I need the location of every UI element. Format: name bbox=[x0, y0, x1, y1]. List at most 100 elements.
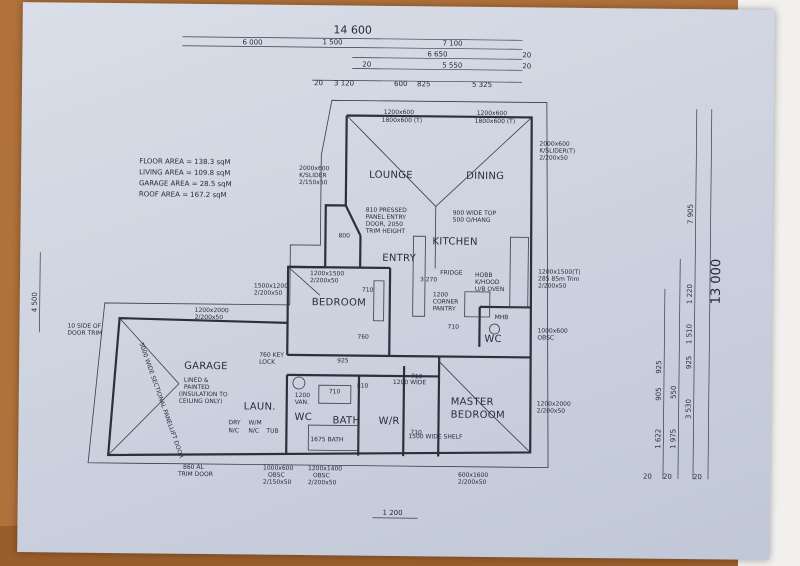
room-labels: LOUNGE DINING KITCHEN ENTRY BEDROOM GARA… bbox=[184, 170, 505, 427]
w-bot1-c: 2/150x50 bbox=[263, 479, 292, 486]
hip-3 bbox=[119, 317, 180, 385]
wall-master-left bbox=[437, 356, 441, 457]
tub: TUB bbox=[265, 428, 278, 435]
dim-edge-20d: 20 bbox=[314, 79, 323, 87]
dim-7100: 7 100 bbox=[442, 39, 462, 47]
walls bbox=[106, 114, 533, 457]
dim-905: 905 bbox=[655, 387, 663, 400]
trim-door-1: 860 AL bbox=[183, 464, 205, 471]
bath-tub bbox=[307, 424, 359, 452]
hip-2 bbox=[435, 117, 532, 207]
room-master-2: BEDROOM bbox=[451, 410, 505, 422]
note-710-e: 710 bbox=[410, 429, 422, 436]
w-bot1-b: OBSC bbox=[268, 472, 285, 479]
dim-1975-group: 1 975 bbox=[669, 429, 677, 449]
dim-1220: 1 220 bbox=[686, 284, 694, 304]
dim-3120: 3 120 bbox=[334, 79, 354, 87]
wir-shelf: 1500 WIDE SHELF bbox=[408, 433, 463, 441]
dry: DRY bbox=[228, 419, 240, 426]
room-master-1: MASTER bbox=[451, 397, 494, 408]
bath-label: 1675 BATH bbox=[310, 436, 343, 443]
dim-905-group: 905 bbox=[655, 387, 663, 400]
w-bedleft-2: 2/200x50 bbox=[254, 290, 283, 297]
dim-line-4 bbox=[352, 68, 523, 71]
dim-vline-1 bbox=[707, 109, 713, 480]
kitchen-bench-right bbox=[509, 236, 529, 308]
dim-600: 600 bbox=[394, 80, 407, 88]
dim-925-group: 925 bbox=[685, 356, 693, 369]
w-wc-1: 1000x600 bbox=[537, 327, 568, 334]
w-dining-2: K/SLIDER(T) bbox=[539, 147, 575, 154]
entry-door-4: TRIM HEIGHT bbox=[364, 228, 405, 235]
dim-825: 825 bbox=[417, 80, 430, 88]
w-garage-1: 1200x2000 bbox=[195, 307, 229, 314]
dim-3530: 3 530 bbox=[685, 399, 693, 419]
w-bot3-a: 600x1600 bbox=[458, 472, 489, 479]
dim-vline-4 bbox=[662, 288, 666, 479]
note-710-b: 710 bbox=[447, 324, 459, 331]
w-bed-2: 2/200x50 bbox=[310, 277, 339, 284]
dim-1200-bottom: 1 200 bbox=[383, 509, 403, 517]
w-master-1: 1200x2000 bbox=[537, 400, 571, 407]
cooktop bbox=[464, 291, 491, 318]
note-710-d: 710 bbox=[411, 373, 423, 380]
vanity-1: 1200 bbox=[295, 392, 311, 399]
room-entry: ENTRY bbox=[382, 253, 417, 264]
dim-line-overall bbox=[182, 36, 523, 41]
w-lounge-1: 2000x600 bbox=[299, 165, 330, 172]
dim-edge-20b: 20 bbox=[362, 61, 371, 69]
room-wr: W/R bbox=[378, 416, 399, 427]
w-lounge-2: K/SLIDER bbox=[299, 172, 327, 179]
w-dining-1: 2000x600 bbox=[539, 140, 570, 147]
note-710-c: 710 bbox=[329, 388, 341, 395]
w-bot2-a: 1200x1400 bbox=[308, 465, 342, 472]
fridge: FRIDGE bbox=[440, 269, 463, 276]
note-mhb: MHB bbox=[495, 314, 509, 321]
w-bot2-c: 2/200x50 bbox=[308, 479, 337, 486]
w-bot2-b: OBSC bbox=[313, 472, 330, 479]
dim-1622: 1 622 bbox=[654, 429, 662, 449]
w-bed-1: 1200x1500 bbox=[310, 270, 344, 277]
w-top-4: 1800x600 (T) bbox=[475, 118, 516, 125]
garage-door-note-group: 5000 WIDE SECTIONAL PANELLIFT DOOR bbox=[137, 342, 184, 460]
note-760: 760 bbox=[357, 334, 369, 341]
dim-vline-2 bbox=[692, 109, 698, 480]
floor-area: FLOOR AREA = 138.3 sqM bbox=[139, 157, 230, 166]
dim-13000: 13 000 bbox=[709, 259, 724, 305]
right-dimensions: 13 000 7 905 1 510 1 220 925 3 530 1 622… bbox=[643, 109, 724, 481]
living-area: LIVING AREA = 109.8 sqM bbox=[139, 168, 230, 177]
hobb-1: HOBB bbox=[475, 272, 493, 279]
dim-4500-left: 4 500 bbox=[31, 292, 39, 312]
dim-overall-width: 14 600 bbox=[333, 23, 372, 36]
dim-5325: 5 325 bbox=[472, 81, 492, 89]
key-lock-2: LOCK bbox=[259, 359, 276, 366]
dim-3530-group: 3 530 bbox=[685, 399, 693, 419]
wall-lounge-angle bbox=[344, 204, 362, 237]
dim-line-3 bbox=[352, 57, 523, 60]
w-master-2: 2/200x50 bbox=[537, 407, 566, 414]
garage-area: GARAGE AREA = 28.5 sqM bbox=[139, 179, 232, 188]
w-kitchen-1: 1200x1500(T) bbox=[538, 268, 581, 275]
dim-1510-group: 1 510 bbox=[685, 324, 693, 344]
wall-bed-top bbox=[288, 265, 391, 270]
nic-1: N/C bbox=[228, 427, 239, 434]
dim-line-left bbox=[39, 252, 41, 333]
window-labels: 1200x600 1800x600 (T) 1200x600 1800x600 … bbox=[195, 109, 581, 487]
floor-plan-paper: 14 600 6 000 1 500 7 100 6 650 20 5 550 … bbox=[17, 2, 775, 560]
hip-6 bbox=[483, 406, 531, 453]
w-wc-2: OBSC bbox=[537, 334, 554, 341]
garage-door-note: 5000 WIDE SECTIONAL PANELLIFT DOOR bbox=[137, 342, 184, 460]
entry-door-3: DOOR, 2050 bbox=[366, 221, 404, 228]
roof-outline bbox=[87, 99, 549, 469]
hip-5 bbox=[438, 361, 484, 408]
wc-pan bbox=[292, 376, 306, 390]
wm: W/M bbox=[248, 419, 261, 426]
w-top-1: 1200x600 bbox=[384, 109, 415, 116]
room-bath: BATH bbox=[332, 415, 360, 426]
w-garage-2: 2/200x50 bbox=[195, 314, 224, 321]
notes: 810 PRESSED PANEL ENTRY DOOR, 2050 TRIM … bbox=[67, 207, 509, 478]
kitchen-fixtures bbox=[292, 235, 529, 452]
room-kitchen: KITCHEN bbox=[432, 236, 478, 247]
corner-3: PANTRY bbox=[433, 305, 456, 312]
w-lounge-3: 2/150x50 bbox=[299, 179, 328, 186]
